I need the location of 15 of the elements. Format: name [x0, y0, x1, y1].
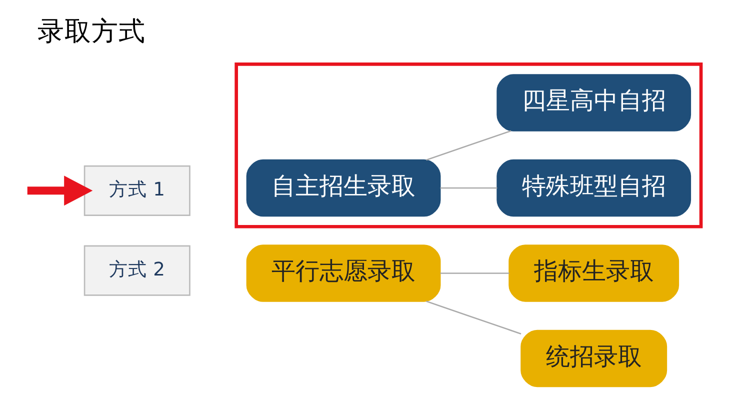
- node-box: 统招录取: [520, 330, 667, 388]
- connector: [426, 300, 521, 334]
- connector: [440, 272, 509, 274]
- node-box: 自主招生录取: [246, 159, 440, 217]
- node-box: 平行志愿录取: [246, 244, 440, 302]
- node-box: 特殊班型自招: [496, 159, 691, 217]
- node-box: 指标生录取: [508, 244, 679, 302]
- node-box: 方式 2: [83, 245, 190, 296]
- diagram-title: 录取方式: [37, 16, 146, 48]
- cluster: [234, 62, 702, 228]
- node-box: 方式 1: [83, 165, 190, 216]
- arrow: [26, 176, 92, 206]
- connector: [426, 130, 511, 161]
- connector: [440, 187, 497, 189]
- node-box: 四星高中自招: [496, 74, 691, 132]
